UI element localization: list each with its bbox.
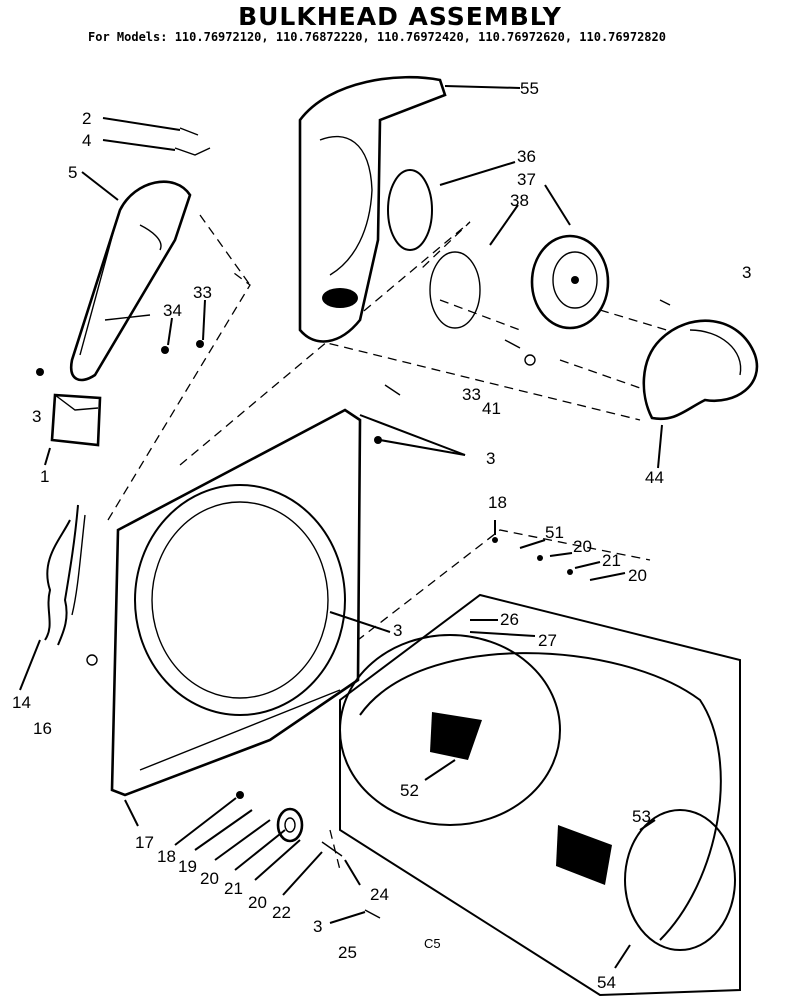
callout-33: 33 — [193, 283, 212, 302]
callout-16: 16 — [33, 719, 52, 738]
callout-51: 51 — [545, 523, 564, 542]
page-code: C5 — [424, 936, 441, 951]
callout-22: 22 — [272, 903, 291, 922]
leader-lines — [19, 85, 663, 969]
diagram-title: BULKHEAD ASSEMBLY — [238, 2, 562, 31]
callout-17: 17 — [135, 833, 154, 852]
callout-33: 33 — [462, 385, 481, 404]
callout-36: 36 — [517, 147, 536, 166]
callout-26: 26 — [500, 610, 519, 629]
callout-4: 4 — [82, 131, 91, 150]
callout-3: 3 — [32, 407, 41, 426]
small-hardware — [36, 127, 671, 919]
part-blower-wheel — [530, 234, 610, 330]
callout-52: 52 — [400, 781, 419, 800]
callout-5: 5 — [68, 163, 77, 182]
part-drum — [339, 593, 741, 997]
callout-37: 37 — [517, 170, 536, 189]
callout-41: 41 — [482, 399, 501, 418]
part-bracket — [50, 393, 102, 447]
callout-18: 18 — [488, 493, 507, 512]
callout-18: 18 — [157, 847, 176, 866]
part-blower-housing — [642, 319, 759, 421]
callout-19: 19 — [178, 857, 197, 876]
models-list: For Models: 110.76972120, 110.76872220, … — [88, 30, 666, 44]
part-seal — [387, 169, 433, 251]
callout-54: 54 — [597, 973, 616, 992]
callout-55: 55 — [520, 79, 539, 98]
callout-3: 3 — [742, 263, 751, 282]
callout-labels: 2 4 5 33 34 3 1 55 36 37 38 3 33 41 44 3… — [12, 79, 751, 992]
callout-24: 24 — [370, 885, 389, 904]
part-bulkhead-panel — [110, 408, 362, 797]
part-drum-roller — [276, 807, 304, 843]
part-ring — [429, 251, 481, 329]
callout-2: 2 — [82, 109, 91, 128]
callout-1: 1 — [40, 467, 49, 486]
callout-20: 20 — [573, 537, 592, 556]
callout-27: 27 — [538, 631, 557, 650]
callout-3: 3 — [393, 621, 402, 640]
callout-53: 53 — [632, 807, 651, 826]
callout-34: 34 — [163, 301, 182, 320]
callout-3: 3 — [486, 449, 495, 468]
part-duct-left — [69, 180, 192, 382]
part-rear-duct — [298, 75, 447, 343]
part-wire-harness — [44, 504, 86, 646]
callout-25: 25 — [338, 943, 357, 962]
callout-14: 14 — [12, 693, 31, 712]
callout-20: 20 — [200, 869, 219, 888]
part-front-seal — [624, 809, 736, 951]
callout-38: 38 — [510, 191, 529, 210]
callout-20: 20 — [248, 893, 267, 912]
callout-3: 3 — [313, 917, 322, 936]
callout-20: 20 — [628, 566, 647, 585]
callout-21: 21 — [224, 879, 243, 898]
callout-44: 44 — [645, 468, 664, 487]
callout-21: 21 — [602, 551, 621, 570]
